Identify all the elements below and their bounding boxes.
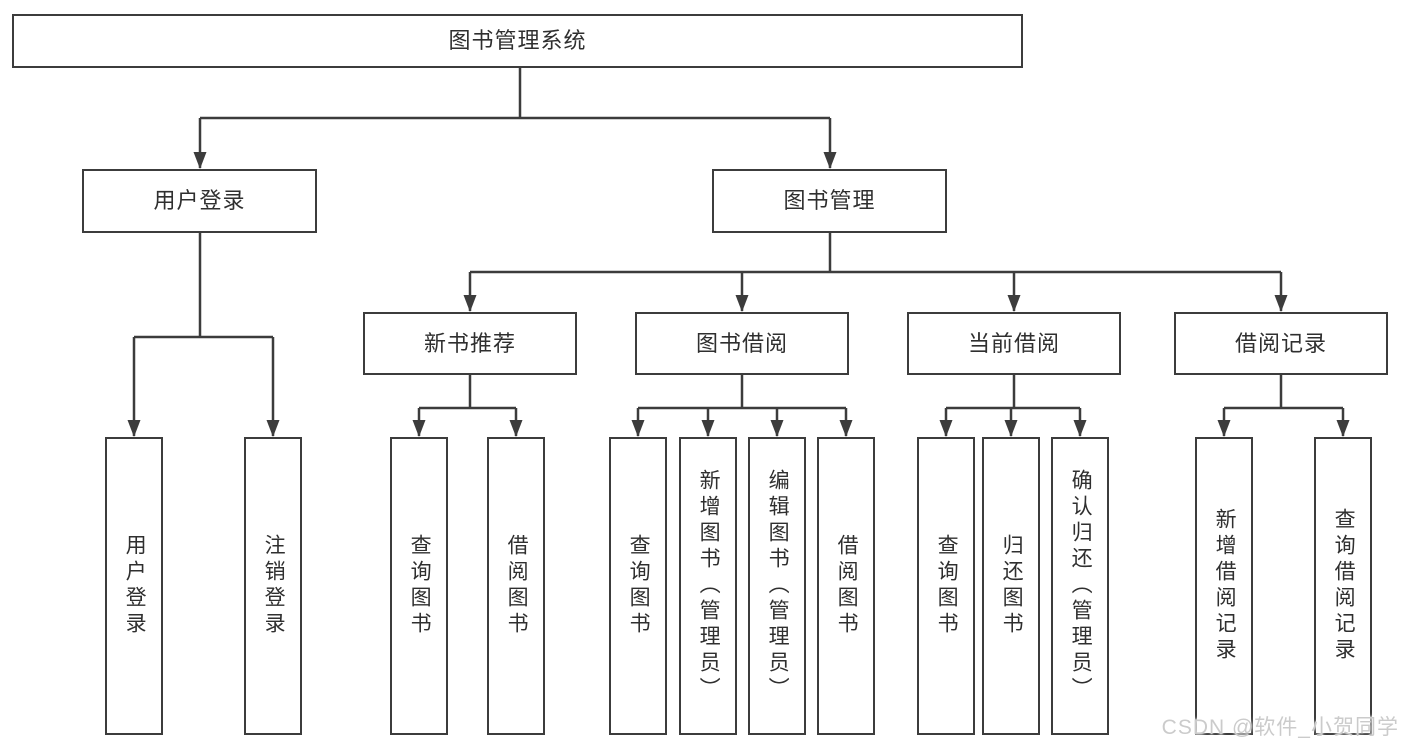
node-user-login: 用户登录 <box>82 169 317 233</box>
leaf-add-books-admin: 新增图书（管理员） <box>679 437 737 735</box>
leaf-query-books-recommend: 查询图书 <box>390 437 448 735</box>
leaf-user-login: 用户登录 <box>105 437 163 735</box>
leaf-borrow-books-recommend: 借阅图书 <box>487 437 545 735</box>
leaf-query-borrow-record: 查询借阅记录 <box>1314 437 1372 735</box>
leaf-return-books: 归还图书 <box>982 437 1040 735</box>
leaf-edit-books-admin: 编辑图书（管理员） <box>748 437 806 735</box>
leaf-logout-login: 注销登录 <box>244 437 302 735</box>
leaf-confirm-return-admin: 确认归还（管理员） <box>1051 437 1109 735</box>
node-book-borrowing: 图书借阅 <box>635 312 849 375</box>
leaf-borrow-books-borrowing: 借阅图书 <box>817 437 875 735</box>
arrow-drop-lines <box>127 118 1350 437</box>
node-new-book-recommendation: 新书推荐 <box>363 312 577 375</box>
node-book-management: 图书管理 <box>712 169 947 233</box>
leaf-query-books-borrowing: 查询图书 <box>609 437 667 735</box>
leaf-query-books-current: 查询图书 <box>917 437 975 735</box>
node-current-borrowing: 当前借阅 <box>907 312 1121 375</box>
node-library-management-system: 图书管理系统 <box>12 14 1023 68</box>
csdn-watermark: CSDN @软件_小贺同学 <box>1161 716 1399 739</box>
tree-branch-lines <box>134 68 1343 410</box>
node-borrowing-records: 借阅记录 <box>1174 312 1388 375</box>
leaf-add-borrow-record: 新增借阅记录 <box>1195 437 1253 735</box>
